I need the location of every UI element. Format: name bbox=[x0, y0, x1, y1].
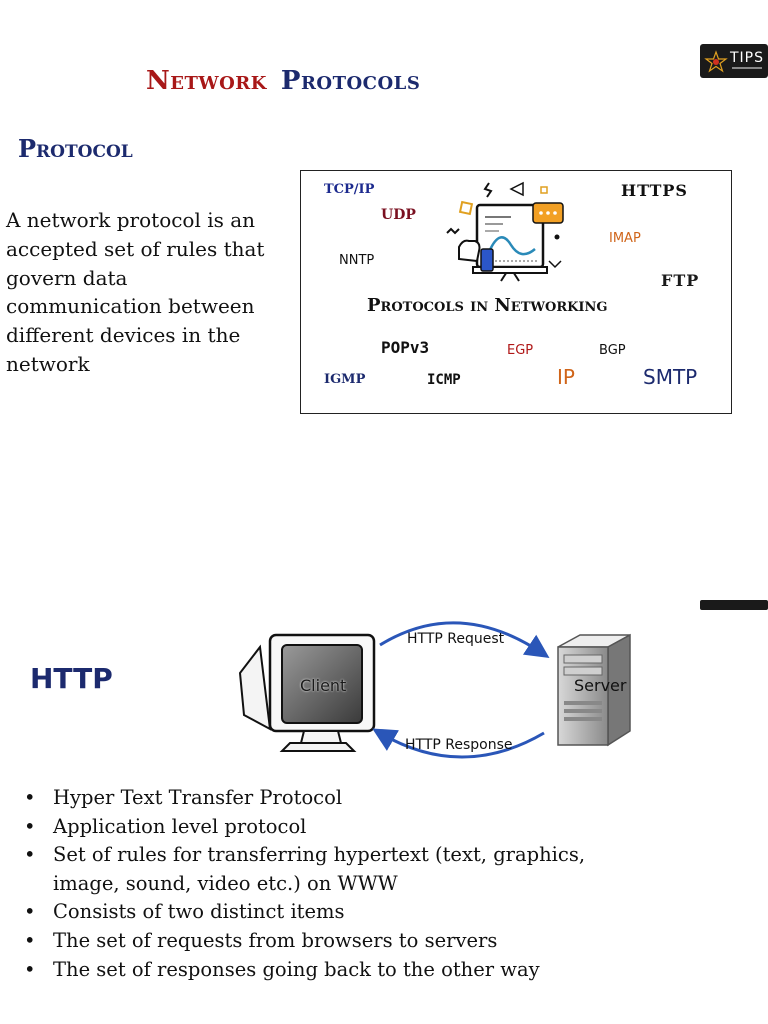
http-heading: HTTP bbox=[30, 662, 113, 695]
protocol-heading: Protocol bbox=[18, 134, 133, 163]
protocol-definition: A network protocol is an accepted set of… bbox=[6, 208, 265, 376]
label-igmp: IGMP bbox=[324, 372, 366, 387]
decorative-bar bbox=[700, 600, 768, 610]
http-bullet-list: Hyper Text Transfer Protocol Application… bbox=[24, 784, 624, 984]
http-response-label: HTTP Response bbox=[405, 737, 513, 753]
label-egp: EGP bbox=[507, 343, 534, 358]
logo-text: TIPS bbox=[730, 50, 765, 66]
label-ftp: FTP bbox=[661, 271, 700, 290]
label-icmp: ICMP bbox=[427, 372, 461, 388]
presentation-board-icon bbox=[446, 181, 564, 282]
server-label: Server bbox=[574, 676, 627, 695]
page-title: Network Protocols bbox=[146, 66, 420, 96]
tips-logo: TIPS bbox=[700, 44, 768, 78]
client-server-diagram bbox=[238, 621, 631, 759]
request-arrow bbox=[379, 621, 550, 658]
label-nntp: NNTP bbox=[339, 253, 375, 268]
title-word-network: Network bbox=[146, 66, 267, 96]
protocols-in-networking-image: TCP/IP UDP NNTP HTTPS IMAP FTP Protocols… bbox=[300, 170, 732, 414]
label-imap: IMAP bbox=[609, 231, 641, 246]
label-udp: UDP bbox=[381, 207, 416, 223]
list-item: Set of rules for transferring hypertext … bbox=[24, 841, 624, 898]
client-monitor-icon bbox=[238, 633, 376, 752]
label-smtp: SMTP bbox=[643, 365, 698, 389]
http-request-label: HTTP Request bbox=[407, 631, 505, 647]
label-ip: IP bbox=[557, 365, 575, 389]
label-tcpip: TCP/IP bbox=[324, 182, 375, 197]
list-item: Hyper Text Transfer Protocol bbox=[24, 784, 624, 813]
list-item: Application level protocol bbox=[24, 813, 624, 842]
list-item: The set of requests from browsers to ser… bbox=[24, 927, 624, 956]
list-item: The set of responses going back to the o… bbox=[24, 956, 624, 985]
client-label: Client bbox=[300, 676, 347, 695]
list-item: Consists of two distinct items bbox=[24, 898, 624, 927]
label-https: HTTPS bbox=[621, 181, 688, 200]
star-icon bbox=[704, 50, 728, 73]
title-word-protocols: Protocols bbox=[280, 66, 421, 96]
logo-underline bbox=[732, 67, 762, 69]
server-tower-icon bbox=[557, 633, 631, 747]
label-popv3: POPv3 bbox=[381, 338, 430, 357]
image-heading: Protocols in Networking bbox=[367, 295, 608, 316]
label-bgp: BGP bbox=[599, 343, 626, 358]
response-arrow bbox=[372, 728, 545, 759]
